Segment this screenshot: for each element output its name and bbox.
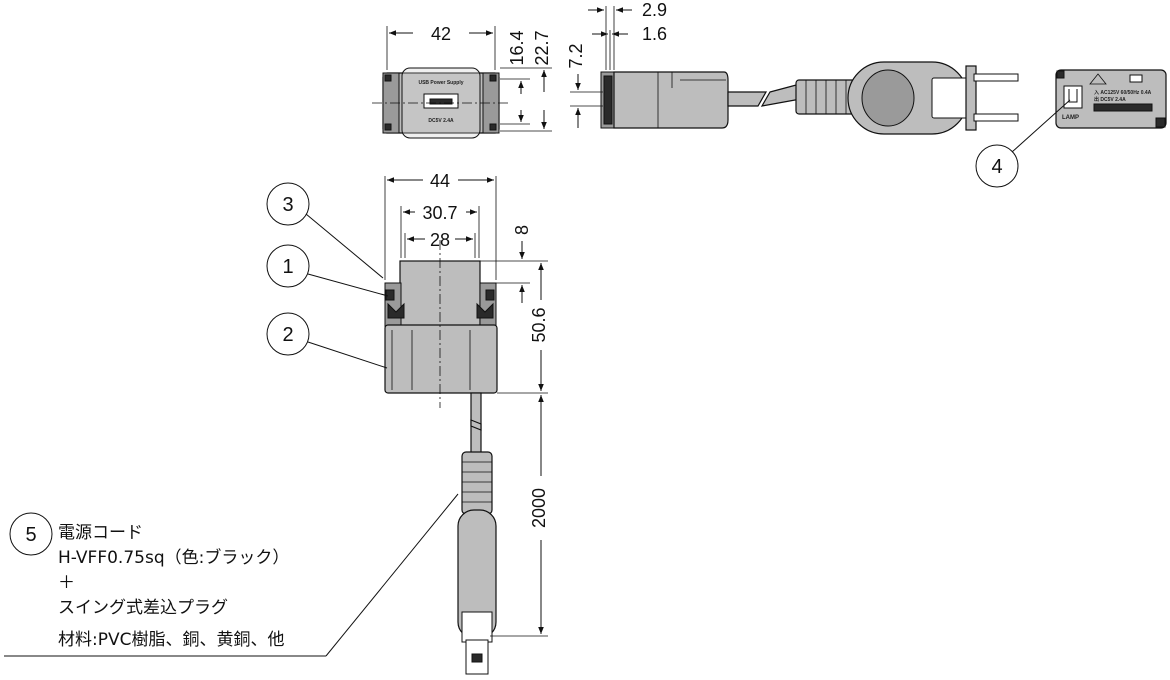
callout-3: 3 [266,182,384,279]
rear-brand: LAMP [1062,115,1079,121]
dim-42: 42 [431,24,451,44]
dim-30-7: 30.7 [422,203,457,223]
svg-text:1: 1 [282,256,293,278]
module-rating: DC5V 2.4A [428,118,454,124]
svg-text:2: 2 [282,324,293,346]
callouts: 3 1 2 4 5 [4,99,1071,657]
module-title: USB Power Supply [418,80,463,86]
callout-4: 4 [975,99,1071,188]
callout-5: 5 [4,493,459,657]
svg-text:4: 4 [991,156,1002,178]
top-view: USB Power Supply DC5V 2.4A 42 16.4 22.7 [372,24,552,139]
svg-text:5: 5 [25,524,36,546]
dim-2000: 2000 [529,488,549,528]
dim-50-6: 50.6 [529,307,549,342]
cord-note: 電源コード H-VFF0.75sq（色:ブラック） ＋ スイング式差込プラグ 材… [58,523,289,650]
front-view: 44 30.7 28 8 50.6 2000 [384,171,549,675]
side-view: 2.9 1.6 7.2 [566,0,1019,135]
svg-text:3: 3 [282,194,293,216]
dim-22-7: 22.7 [532,30,552,65]
rear-body [1055,69,1167,129]
dim-28: 28 [430,230,450,250]
callout-1: 1 [266,244,389,297]
plug-prong-bottom [973,113,1019,122]
rear-view: LAMP 入 AC125V 60/50Hz 0.4A 出 DC5V 2.4A [1055,69,1167,129]
note-line-2: H-VFF0.75sq（色:ブラック） [58,547,289,568]
cord-boot [795,79,857,115]
dim-7-2: 7.2 [566,43,586,68]
dim-1-6: 1.6 [642,24,667,44]
note-line-4: スイング式差込プラグ [58,598,228,618]
rear-spec-1: 入 AC125V 60/50Hz 0.4A [1094,90,1152,96]
dim-16-4: 16.4 [507,30,527,65]
note-line-5: 材料:PVC樹脂、銅、黄銅、他 [58,630,284,650]
callout-2: 2 [266,312,388,369]
side-body [613,71,729,129]
note-line-1: 電源コード [58,523,143,543]
dim-8: 8 [512,225,532,235]
dim-44: 44 [430,171,450,191]
rear-spec-2: 出 DC5V 2.4A [1094,96,1126,103]
plug-boot [461,451,493,515]
note-line-3: ＋ [58,573,75,593]
plug-prong-top [973,73,1019,82]
dim-2-9: 2.9 [642,0,667,20]
main-body [384,324,498,394]
